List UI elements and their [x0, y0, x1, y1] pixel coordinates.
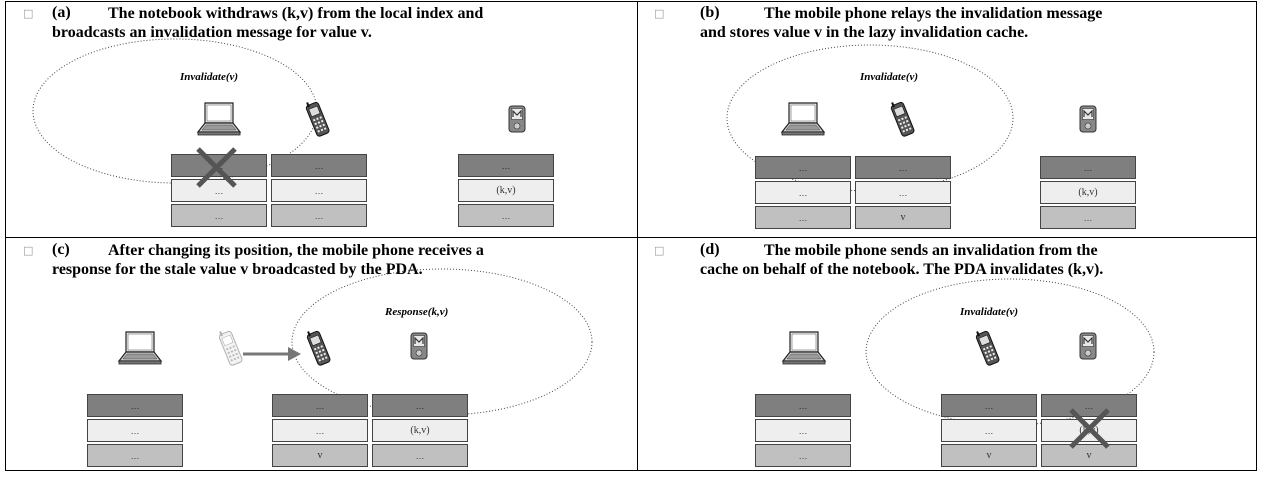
- table-cell: …: [171, 179, 267, 202]
- table-cell: …: [87, 394, 183, 417]
- table-cell: …: [372, 444, 468, 467]
- pda-icon: [410, 332, 428, 360]
- panel-a: □ (a) The notebook withdraws (k,v) from …: [5, 1, 637, 237]
- table-cell: (k,v): [1040, 181, 1136, 204]
- table-cell: …: [941, 419, 1037, 442]
- table-cell: …: [171, 204, 267, 227]
- invalidate-cross-icon: [1069, 408, 1110, 449]
- table-cell: …: [755, 181, 851, 204]
- caption-line-2: response for the stale value v broadcast…: [52, 261, 423, 278]
- table-cell: (k,v): [372, 419, 468, 442]
- message-label: Invalidate(v): [180, 71, 239, 83]
- panel-letter: (d): [700, 241, 720, 258]
- mobile-phone-icon: [973, 328, 1001, 368]
- caption-line-2: and stores value v in the lazy invalidat…: [700, 24, 1029, 41]
- laptop-icon: [780, 101, 826, 137]
- caption-line-2: cache on behalf of the notebook. The PDA…: [700, 261, 1104, 278]
- table-cell: …: [87, 419, 183, 442]
- bullet-icon: □: [654, 244, 665, 257]
- table-cell: …: [755, 394, 851, 417]
- table-cell: …: [271, 204, 367, 227]
- table-cell: …: [1040, 156, 1136, 179]
- table-cell: …: [87, 444, 183, 467]
- caption-line-1: After changing its position, the mobile …: [108, 242, 484, 259]
- table-cell: v: [1041, 444, 1137, 467]
- table-cell: v: [272, 444, 368, 467]
- caption-line-1: The mobile phone relays the invalidation…: [764, 5, 1103, 22]
- panel-divider-vertical: [637, 1, 638, 471]
- message-label: Invalidate(v): [860, 71, 919, 83]
- panel-letter: (b): [700, 4, 720, 21]
- table-cell: …: [458, 154, 554, 177]
- table-cell: v: [941, 444, 1037, 467]
- mobile-phone-icon: [888, 99, 916, 139]
- laptop-icon: [196, 101, 242, 137]
- table-cell: …: [458, 204, 554, 227]
- table-cell: (k,v): [458, 179, 554, 202]
- panel-b: □ (b) The mobile phone relays the invali…: [638, 1, 1257, 237]
- caption-line-1: The notebook withdraws (k,v) from the lo…: [108, 5, 484, 22]
- table-cell: …: [755, 156, 851, 179]
- table-cell: …: [271, 179, 367, 202]
- caption-line-2: broadcasts an invalidation message for v…: [52, 24, 372, 41]
- table-cell: …: [755, 444, 851, 467]
- caption-line-1: The mobile phone sends an invalidation f…: [764, 242, 1098, 259]
- panel-letter: (c): [52, 241, 70, 258]
- table-cell: …: [272, 419, 368, 442]
- table-cell: …: [271, 154, 367, 177]
- message-label: Response(k,v): [385, 306, 449, 318]
- mobile-phone-icon: [304, 328, 332, 368]
- table-cell: …: [941, 394, 1037, 417]
- table-cell: …: [1040, 206, 1136, 229]
- bullet-icon: □: [23, 7, 34, 20]
- laptop-icon: [117, 330, 163, 366]
- figure-frame: [5, 1, 1257, 471]
- bullet-icon: □: [23, 244, 34, 257]
- table-cell: …: [855, 156, 951, 179]
- pda-icon: [1079, 105, 1097, 133]
- table-cell: …: [272, 394, 368, 417]
- panel-divider-horizontal: [5, 237, 1257, 238]
- panel-d: □ (d) The mobile phone sends an invalida…: [638, 238, 1257, 471]
- table-cell: …: [855, 181, 951, 204]
- table-cell: v: [855, 206, 951, 229]
- pda-icon: [508, 105, 526, 133]
- message-label: Invalidate(v): [960, 306, 1019, 318]
- table-cell: …: [372, 394, 468, 417]
- pda-icon: [1079, 332, 1097, 360]
- panel-letter: (a): [52, 4, 71, 21]
- withdraw-cross-icon: [196, 147, 237, 188]
- movement-arrow-icon: [243, 347, 301, 361]
- table-cell: …: [755, 206, 851, 229]
- mobile-phone-previous-position-icon: [216, 328, 244, 368]
- table-cell: …: [755, 419, 851, 442]
- mobile-phone-icon: [303, 99, 331, 139]
- bullet-icon: □: [654, 7, 665, 20]
- table-cell: …: [1041, 394, 1137, 417]
- panel-c: □ (c) After changing its position, the m…: [5, 238, 637, 471]
- laptop-icon: [781, 330, 827, 366]
